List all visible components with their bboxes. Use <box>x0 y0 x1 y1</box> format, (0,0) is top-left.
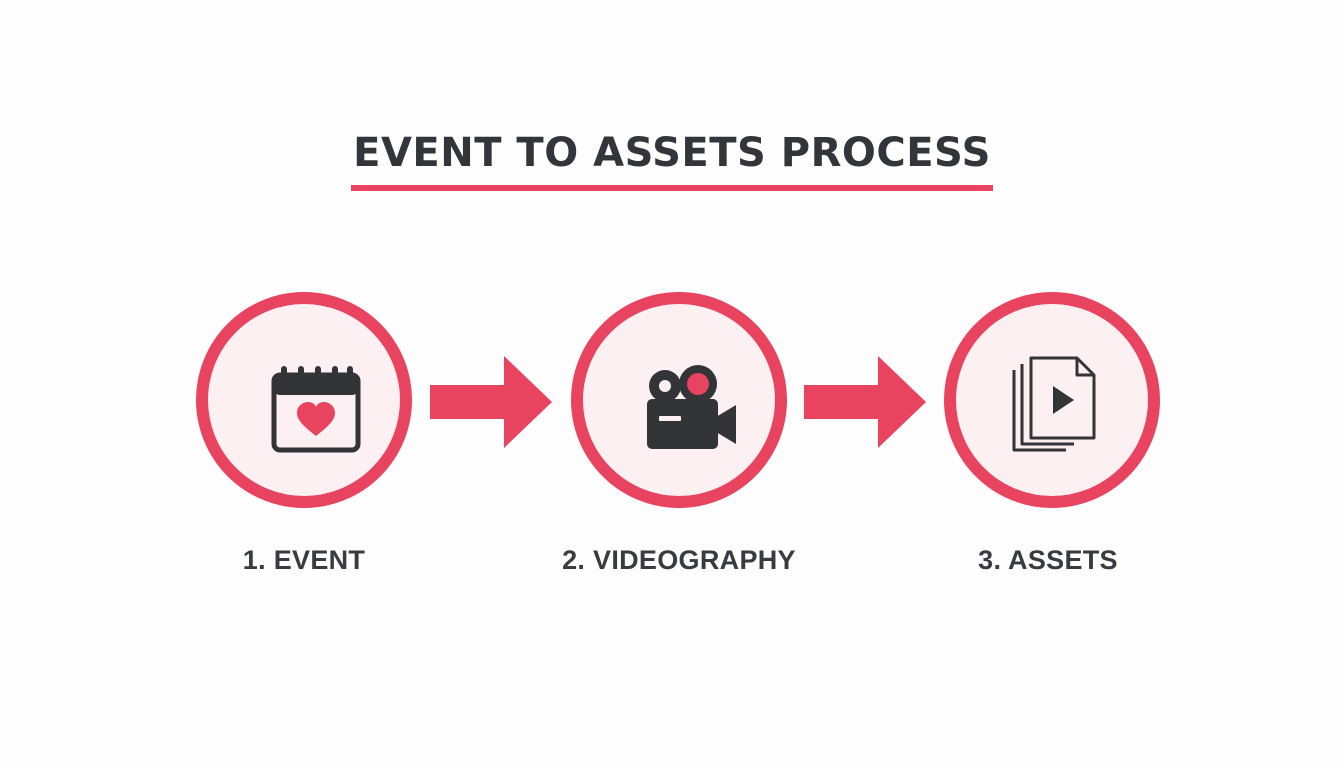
step-label-assets: 3. ASSETS <box>978 545 1118 575</box>
stacked-video-files-icon <box>1012 356 1096 452</box>
calendar-heart-icon <box>271 366 361 453</box>
step-videography-circle <box>571 292 787 508</box>
step-label-event: 1. EVENT <box>242 545 366 575</box>
arrow-right-icon <box>430 356 552 448</box>
step-assets-circle <box>944 292 1160 508</box>
title-container: EVENT TO ASSETS PROCESS <box>0 127 1344 191</box>
step-event-circle <box>196 292 412 508</box>
diagram-title: EVENT TO ASSETS PROCESS <box>351 127 993 191</box>
video-camera-icon <box>647 365 736 449</box>
step-label-videography: 2. VIDEOGRAPHY <box>562 545 796 575</box>
arrow-right-icon <box>804 356 926 448</box>
